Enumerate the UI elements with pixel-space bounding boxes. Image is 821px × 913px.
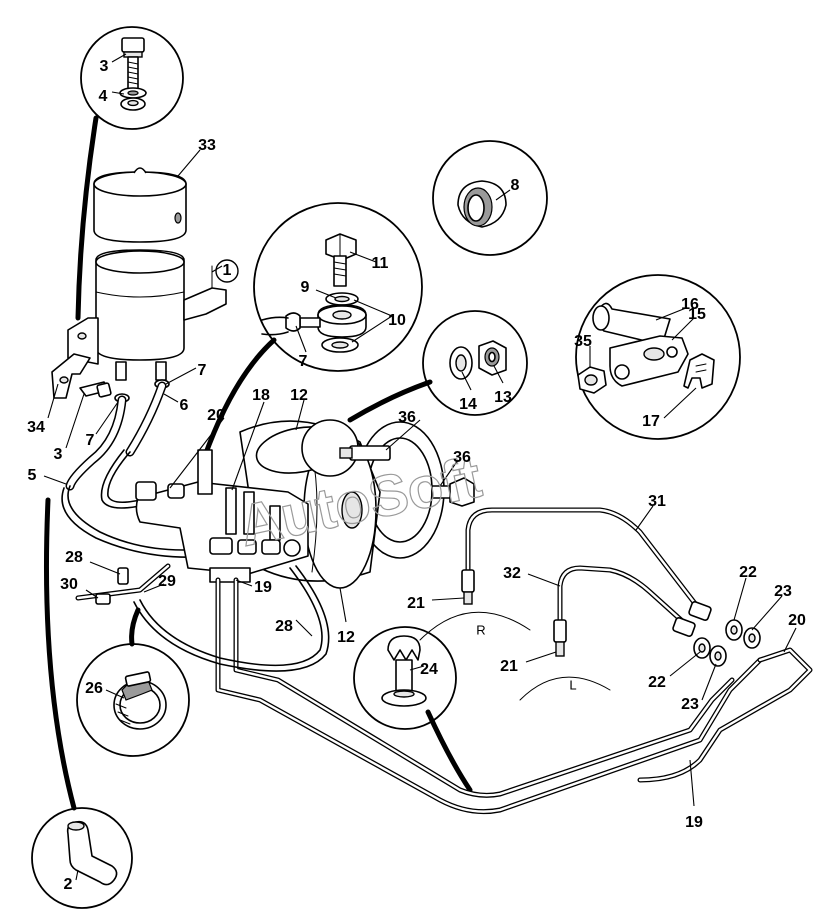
callout-c-21a: 21 [407, 595, 425, 612]
fluid-reservoir [51, 167, 227, 403]
callout-c-17: 17 [642, 413, 660, 430]
callout-c-29: 29 [158, 573, 176, 590]
callout-c-23a: 23 [774, 583, 792, 600]
brake-servo-assembly [135, 419, 475, 589]
callout-c-5: 5 [28, 467, 37, 484]
leader-detail-nut [347, 379, 433, 423]
detail-circle-hose-clamp [76, 643, 190, 757]
callout-c-30: 30 [60, 576, 78, 593]
side-label-side-r: R [476, 622, 485, 637]
detail-circle-bolt-washer [80, 26, 184, 130]
callout-c-26: 26 [85, 680, 103, 697]
callout-c-6: 6 [180, 397, 189, 414]
side-labels: RL [476, 622, 576, 692]
callout-c-28a: 28 [65, 549, 83, 566]
callout-c-24: 24 [420, 661, 438, 678]
callout-c-32: 32 [503, 565, 521, 582]
callout-c-22a: 22 [739, 564, 757, 581]
callout-leaders [43, 53, 797, 881]
callout-c-12b: 12 [337, 629, 355, 646]
detail-circle-grommet [432, 140, 548, 256]
callout-c-7c: 7 [299, 353, 308, 370]
detail-circle-bracket [353, 626, 457, 730]
callout-c-7b: 7 [86, 432, 95, 449]
callout-c-33: 33 [198, 137, 216, 154]
side-label-side-l: L [569, 677, 576, 692]
callout-c-18: 18 [252, 387, 270, 404]
callout-c-20a: 20 [207, 407, 225, 424]
callout-c-4: 4 [99, 88, 108, 105]
callout-c-36b: 36 [453, 449, 471, 466]
callout-c-3a: 3 [100, 58, 109, 75]
callout-c-9: 9 [301, 279, 310, 296]
callout-c-31: 31 [648, 493, 666, 510]
brake-pipes [75, 507, 813, 815]
callout-c-35: 35 [574, 333, 592, 350]
callout-c-1: 1 [223, 262, 232, 279]
callout-c-22b: 22 [648, 674, 666, 691]
leader-detail-bracket [425, 709, 473, 793]
callout-c-20b: 20 [788, 612, 806, 629]
callout-c-3b: 3 [54, 446, 63, 463]
leader-detail-bolt [75, 115, 99, 321]
callout-c-19b: 19 [685, 814, 703, 831]
callout-c-23b: 23 [681, 696, 699, 713]
callout-c-21b: 21 [500, 658, 518, 675]
callout-c-8: 8 [511, 177, 520, 194]
callout-c-34: 34 [27, 419, 45, 436]
callout-c-12a: 12 [290, 387, 308, 404]
leader-detail-elbow [44, 497, 77, 811]
callout-c-15: 15 [688, 306, 706, 323]
callout-c-10: 10 [388, 312, 406, 329]
leader-detail-clamp [129, 607, 141, 647]
detail-circle-elbow-hose [31, 807, 133, 909]
callout-c-28b: 28 [275, 618, 293, 635]
callout-c-19a: 19 [254, 579, 272, 596]
callout-c-14: 14 [459, 396, 477, 413]
callout-c-2: 2 [64, 876, 73, 893]
callout-c-11: 11 [372, 255, 389, 272]
detail-circle-banjo-union [253, 202, 423, 372]
callout-c-13: 13 [494, 389, 512, 406]
reference-ring [215, 259, 239, 283]
callout-c-36a: 36 [398, 409, 416, 426]
reservoir-hoses [61, 381, 215, 558]
detail-circle-nut-washer [422, 310, 528, 416]
callout-c-16: 16 [681, 296, 699, 313]
detail-circle-clevis [575, 274, 741, 440]
callout-c-7a: 7 [198, 362, 207, 379]
